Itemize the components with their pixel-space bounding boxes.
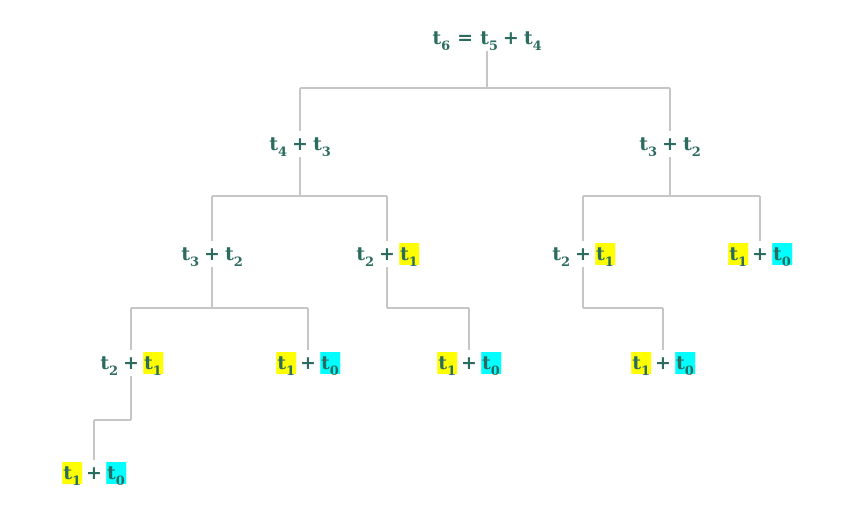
tree-node-n6: t1+t0 [728,243,792,270]
term-t0: t0 [674,352,695,379]
operator: = [457,27,474,49]
tree-node-n11: t1+t0 [62,462,126,489]
operator: + [86,462,102,484]
term-t5: t5 [480,27,498,54]
term-t4: t4 [269,133,288,160]
operator: + [575,243,591,265]
term-t1: t1 [594,243,615,270]
term-t3: t3 [312,133,331,160]
tree-node-n1: t4+t3 [268,133,332,160]
term-t2: t2 [100,352,119,379]
term-t2: t2 [224,243,243,270]
term-t0: t0 [319,352,340,379]
operator: + [204,243,220,265]
term-t1: t1 [62,462,83,489]
term-t3: t3 [639,133,658,160]
term-t1: t1 [437,352,458,379]
tree-node-n5: t2+t1 [551,243,615,270]
term-t1: t1 [276,352,297,379]
term-t4: t4 [523,27,542,54]
tree-node-root: t6 = t5+t4 [431,27,542,54]
term-t2: t2 [552,243,571,270]
tree-node-n4: t2+t1 [355,243,419,270]
term-t1: t1 [142,352,163,379]
operator: + [502,27,519,49]
operator: + [379,243,395,265]
term-t2: t2 [682,133,701,160]
operator: + [300,352,316,374]
term-t2: t2 [356,243,375,270]
operator: + [655,352,671,374]
operator: + [752,243,768,265]
term-t3: t3 [181,243,200,270]
term-t0: t0 [105,462,126,489]
term-t1: t1 [728,243,749,270]
tree-node-n2: t3+t2 [180,243,244,270]
term-t0: t0 [771,243,792,270]
term-t6: t6 [432,27,451,54]
operator: + [662,133,678,155]
tree-node-n9: t1+t0 [437,352,501,379]
tree-node-n7: t2+t1 [99,352,163,379]
operator: + [123,352,139,374]
term-t1: t1 [631,352,652,379]
tree-node-n10: t1+t0 [631,352,695,379]
operator: + [461,352,477,374]
term-t1: t1 [398,243,419,270]
operator: + [292,133,308,155]
tree-node-n3: t3+t2 [638,133,702,160]
term-t0: t0 [480,352,501,379]
tree-node-n8: t1+t0 [276,352,340,379]
